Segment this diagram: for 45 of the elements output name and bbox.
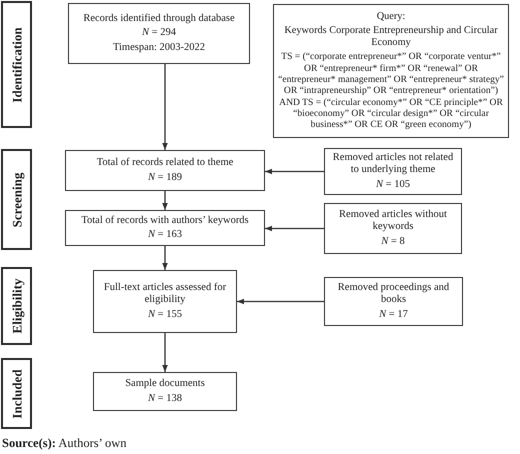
query-box	[273, 4, 509, 138]
record-count: N = 8	[381, 236, 405, 248]
record-count: N = 189	[148, 172, 182, 184]
stage-label: Eligibility	[10, 278, 23, 334]
process-box	[65, 210, 265, 246]
stage-label: Screening	[10, 172, 23, 227]
query-heading: Query:	[376, 11, 406, 24]
arrow	[162, 333, 168, 372]
stage-label-box	[1, 1, 32, 128]
process-box	[68, 3, 250, 64]
box-title: Full-text articles assessed for eligibility	[102, 282, 228, 307]
stage-label-box	[1, 267, 32, 345]
box-title: Removed articles not related to underlying theme	[332, 152, 454, 177]
arrow	[162, 246, 168, 270]
query-title: Keywords Corporate Entrepreneurship and Circular Economy	[283, 25, 499, 50]
record-count: N = 155	[148, 308, 182, 322]
arrow	[265, 168, 324, 174]
process-box	[324, 203, 462, 254]
process-box	[65, 150, 265, 191]
box-title: Sample documents	[125, 378, 205, 390]
stage-label: Included	[10, 368, 23, 418]
process-box	[324, 148, 462, 195]
query-string: TS = (“corporate entrepreneur*” OR “corporate ventur*” OR “entrepreneur* firm*” OR “renewal” OR “entrepreneur* management” OR “entrepreneur* strategy” OR “intrapreneurship” OR “entrepreneur* orientation”) AND TS = (“circular economy*” OR “CE principle*” OR “bioeconomy” OR “circular design*” OR “circular business*” OR CE OR “green economy”)	[278, 51, 504, 131]
record-count: N = 163	[148, 229, 182, 242]
box-title: Removed proceedings and books	[336, 282, 450, 307]
record-count: N = 17	[379, 308, 408, 322]
record-count: N = 138	[148, 392, 182, 405]
process-box	[93, 372, 237, 411]
arrow	[265, 226, 324, 232]
process-box	[93, 270, 237, 333]
box-title: Total of records with authors’ keywords	[81, 214, 249, 227]
caption: Source(s): Authors’ own	[2, 436, 127, 451]
box-title: Records identified through database	[83, 12, 235, 26]
stage-label: Identification	[10, 26, 23, 102]
timespan-text: Timespan: 2003-2022	[112, 42, 206, 54]
box-title: Removed articles without keywords	[338, 208, 448, 234]
box-title: Total of records related to theme	[96, 157, 234, 170]
arrow	[162, 191, 168, 210]
stage-label-box	[1, 149, 32, 250]
record-count: N = 294	[142, 27, 176, 40]
arrow	[237, 298, 324, 304]
arrow	[162, 64, 168, 150]
record-count: N = 105	[376, 178, 410, 192]
process-box	[324, 277, 463, 326]
stage-label-box	[1, 358, 32, 429]
